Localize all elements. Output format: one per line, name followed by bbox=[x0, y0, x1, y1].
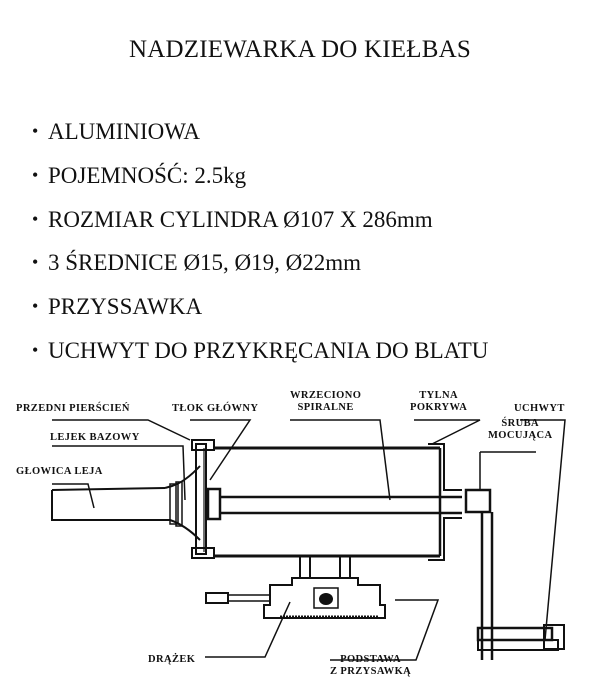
feature-item: • 3 ŚREDNICE Ø15, Ø19, Ø22mm bbox=[32, 241, 488, 285]
label-front-ring: PRZEDNI PIERŚCIEŃ bbox=[16, 403, 130, 414]
label-base-funnel: LEJEK BAZOWY bbox=[50, 432, 140, 443]
feature-text: UCHWYT DO PRZYKRĘCANIA DO BLATU bbox=[48, 337, 489, 363]
bullet-icon: • bbox=[32, 121, 39, 141]
bullet-icon: • bbox=[32, 339, 39, 360]
bullet-icon: • bbox=[32, 296, 39, 317]
label-rear-cover: TYLNA POKRYWA bbox=[410, 390, 468, 413]
feature-text: POJEMNOŚĆ: 2.5kg bbox=[48, 162, 247, 188]
label-base-suction: PODSTAWA Z PRZYSAWKĄ bbox=[330, 654, 412, 677]
bullet-icon: • bbox=[32, 252, 39, 273]
label-fixing-screw: ŚRUBA MOCUJĄCA bbox=[488, 418, 553, 441]
label-funnel-head: GŁOWICA LEJA bbox=[16, 466, 103, 477]
bullet-icon: • bbox=[32, 164, 39, 185]
feature-item: • ALUMINIOWA bbox=[32, 110, 488, 154]
feature-item: • UCHWYT DO PRZYKRĘCANIA DO BLATU bbox=[32, 329, 488, 373]
feature-text: ALUMINIOWA bbox=[48, 119, 201, 144]
label-handle: UCHWYT bbox=[514, 403, 565, 414]
feature-list: • ALUMINIOWA • POJEMNOŚĆ: 2.5kg • ROZMIAR C… bbox=[32, 110, 488, 373]
stuffer-drawing-icon bbox=[51, 419, 566, 661]
feature-item: • POJEMNOŚĆ: 2.5kg bbox=[32, 154, 488, 198]
feature-text: 3 ŚREDNICE Ø15, Ø19, Ø22mm bbox=[48, 250, 362, 276]
feature-item: • PRZYSSAWKA bbox=[32, 285, 488, 329]
label-lever: DRĄŻEK bbox=[148, 654, 196, 665]
feature-item: • ROZMIAR CYLINDRA Ø107 X 286mm bbox=[32, 198, 488, 242]
label-main-piston: TŁOK GŁÓWNY bbox=[172, 403, 259, 414]
sausage-stuffer-diagram: PRZEDNI PIERŚCIEŃ TŁOK GŁÓWNY WRZECIONO … bbox=[0, 370, 600, 694]
feature-text: PRZYSSAWKA bbox=[48, 294, 203, 320]
page-title: NADZIEWARKA DO KIEŁBAS bbox=[129, 36, 471, 63]
label-spiral-spindle: WRZECIONO SPIRALNE bbox=[290, 390, 362, 413]
feature-text: ROZMIAR CYLINDRA Ø107 X 286mm bbox=[48, 206, 433, 232]
bullet-icon: • bbox=[32, 208, 39, 229]
